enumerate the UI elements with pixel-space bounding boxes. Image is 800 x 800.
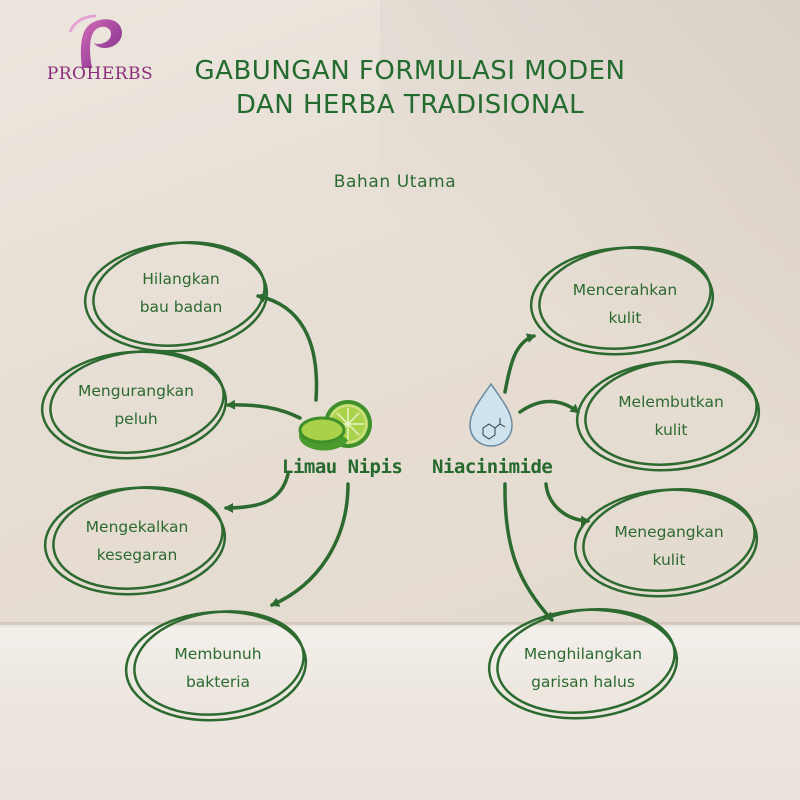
node-mengurangkan: Mengurangkan peluh [78, 382, 194, 428]
connector-menegangkan [544, 482, 590, 526]
background-floor [0, 625, 800, 800]
hub-niacinimide: Niacinimide [432, 456, 553, 478]
node-menghilangkan: Menghilangkan garisan halus [523, 645, 643, 691]
title-line-2: DAN HERBA TRADISIONAL [235, 90, 585, 120]
floor-edge [0, 622, 800, 628]
connector-mengekalkan [224, 472, 290, 513]
ellipse-menegangkan [573, 488, 759, 598]
ellipse-membunuh [124, 610, 308, 722]
node-membunuh: Membunuh bakteria [174, 645, 262, 691]
node-menegangkan: Menegangkan kulit [614, 523, 724, 569]
connector-melembutkan [518, 399, 580, 414]
brand-name: PROHERBS [46, 64, 154, 84]
ellipse-mengurangkan [40, 350, 228, 460]
ellipse-menghilangkan [487, 607, 679, 720]
node-mengekalkan: Mengekalkan kesegaran [85, 518, 189, 564]
ellipse-mengekalkan [43, 486, 227, 596]
proherbs-p-icon [68, 14, 123, 68]
node-mencerahkan: Mencerahkan kulit [572, 281, 678, 327]
connector-mencerahkan [503, 333, 536, 394]
connector-menghilangkan [503, 482, 554, 622]
title-line-1: GABUNGAN FORMULASI MODEN [194, 56, 626, 86]
water-drop-molecule-icon [469, 382, 513, 447]
subtitle: Bahan Utama [333, 172, 457, 192]
connector-hilangkan [256, 292, 319, 402]
lime-slices-icon [298, 400, 372, 451]
node-melembutkan: Melembutkan kulit [618, 393, 724, 439]
connector-mengurangkan [226, 399, 302, 420]
ellipse-melembutkan [575, 360, 761, 472]
hub-limau-nipis: Limau Nipis [282, 456, 403, 478]
connector-membunuh [270, 482, 350, 607]
page-title: GABUNGAN FORMULASI MODEN DAN HERBA TRADI… [150, 54, 670, 122]
node-hilangkan: Hilangkan bau badan [139, 270, 223, 316]
brand-logo: PROHERBS [40, 12, 160, 90]
ellipse-mencerahkan [529, 246, 715, 356]
ellipse-hilangkan [83, 241, 269, 353]
